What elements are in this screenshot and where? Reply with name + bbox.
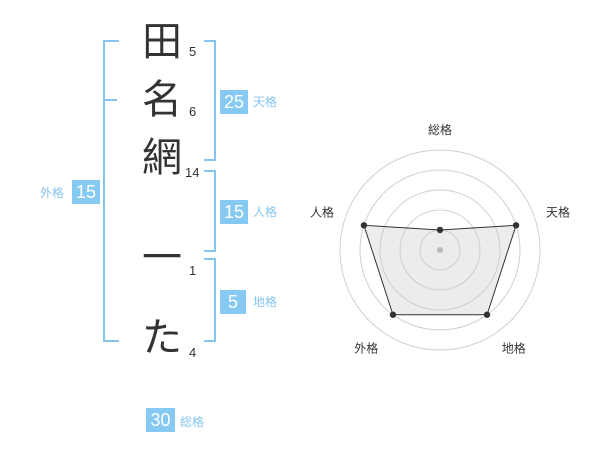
radar-center-dot bbox=[437, 247, 443, 253]
radar-axis-label-3: 地格 bbox=[502, 341, 526, 356]
soukaku-badge: 30 bbox=[146, 408, 175, 432]
radar-point-3 bbox=[483, 311, 491, 318]
gaikaku-badge: 15 bbox=[72, 180, 100, 204]
radar-grid-circle bbox=[399, 209, 481, 291]
chikaku-bracket bbox=[204, 258, 216, 342]
radar-point-4 bbox=[389, 311, 397, 318]
tenkaku-badge: 25 bbox=[220, 90, 248, 114]
radar-series-area bbox=[363, 224, 517, 316]
tenkaku-label: 天格 bbox=[253, 95, 278, 109]
radar-axis-label-4: 外格 bbox=[354, 341, 378, 356]
stroke-count-2: 6 bbox=[189, 104, 197, 119]
stroke-count-1: 5 bbox=[189, 44, 197, 59]
jinkaku-bracket bbox=[204, 170, 216, 252]
chikaku-badge: 5 bbox=[220, 290, 246, 314]
stroke-count-3: 14 bbox=[185, 165, 200, 180]
name-char-5: た bbox=[142, 315, 182, 361]
gaikaku-bracket bbox=[103, 40, 119, 342]
tenkaku-bracket bbox=[204, 40, 216, 161]
radar-axis-label-2: 天格 bbox=[546, 204, 570, 219]
chikaku-label: 地格 bbox=[253, 295, 278, 309]
name-char-1: 田 bbox=[142, 19, 182, 65]
radar-grid-circle bbox=[339, 149, 541, 351]
radar-point-2 bbox=[512, 222, 520, 229]
name-char-4: 一 bbox=[142, 235, 182, 281]
stroke-count-5: 4 bbox=[189, 345, 197, 360]
radar-grid-circle bbox=[359, 169, 521, 331]
name-char-3: 網 bbox=[142, 135, 182, 181]
radar-axis-label-1: 総格 bbox=[428, 122, 452, 137]
soukaku-label: 総格 bbox=[180, 415, 205, 429]
radar-point-5 bbox=[360, 222, 368, 229]
gaikaku-label: 外格 bbox=[40, 186, 65, 200]
radar-point-1 bbox=[436, 226, 444, 234]
radar-grid-circle bbox=[379, 189, 501, 311]
jinkaku-label: 人格 bbox=[253, 205, 278, 219]
stroke-count-4: 1 bbox=[189, 263, 197, 278]
jinkaku-badge: 15 bbox=[220, 200, 248, 224]
radar-axis-label-5: 人格 bbox=[310, 204, 334, 219]
gaikaku-bracket-tick bbox=[103, 99, 117, 101]
name-char-2: 名 bbox=[142, 77, 182, 123]
